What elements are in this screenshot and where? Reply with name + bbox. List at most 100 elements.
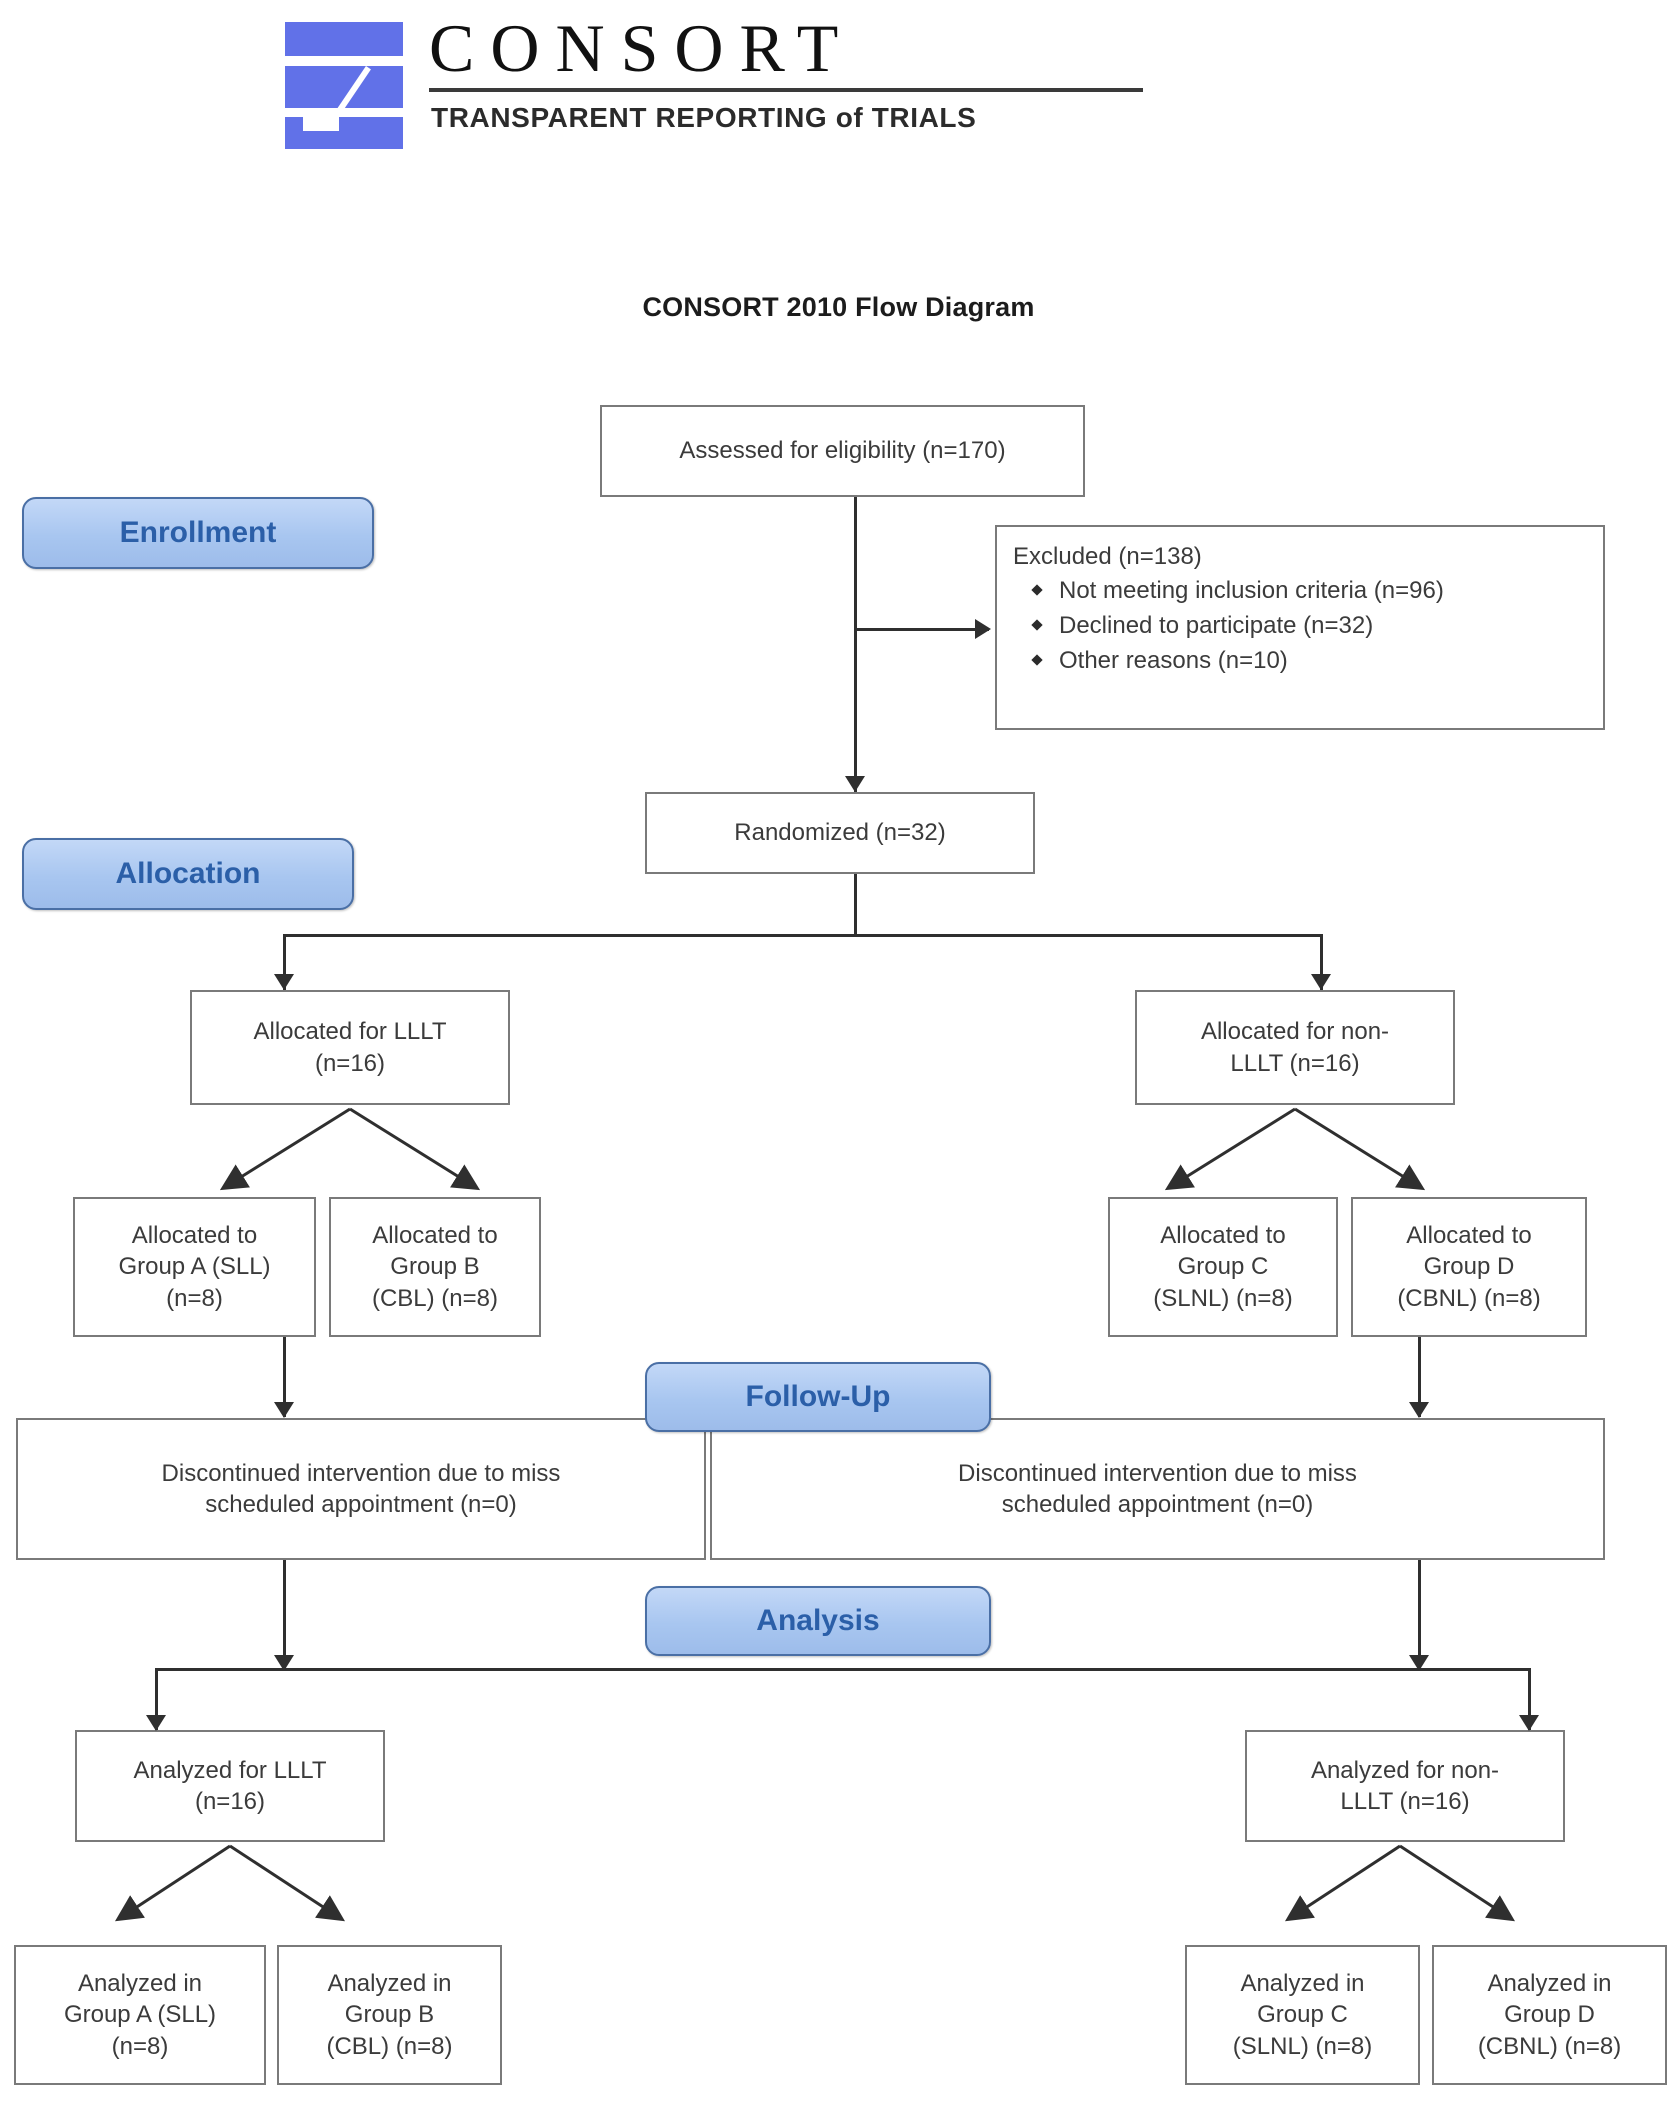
node-allocated-group-a-line2: Group A (SLL) (118, 1253, 271, 1281)
node-analyzed-group-c-line2: Group C (1257, 2001, 1348, 2029)
connector-group-a-to-discont (283, 1337, 286, 1417)
stage-label-allocation: Allocation (22, 838, 354, 910)
node-excluded-reason-list: Not meeting inclusion criteria (n=96) De… (1013, 576, 1587, 676)
node-allocated-non-lllt: Allocated for non- LLLT (n=16) (1135, 990, 1455, 1105)
arrowhead-discont-left (274, 1402, 294, 1418)
node-analyzed-group-d: Analyzed in Group D (CBNL) (n=8) (1432, 1945, 1667, 2085)
connector-randomized-split (283, 934, 1323, 937)
arrowhead-analysis-left (274, 1655, 294, 1671)
node-analyzed-non-lllt: Analyzed for non- LLLT (n=16) (1245, 1730, 1565, 1842)
node-analyzed-group-a-line3: (n=8) (111, 2032, 169, 2060)
node-allocated-group-c-line3: (SLNL) (n=8) (1153, 1284, 1293, 1312)
node-analyzed-group-b: Analyzed in Group B (CBL) (n=8) (277, 1945, 502, 2085)
arrowhead-analyzed-nonlllt (1519, 1715, 1539, 1731)
node-allocated-lllt: Allocated for LLLT (n=16) (190, 990, 510, 1105)
consort-wordmark: CONSORT TRANSPARENT REPORTING of TRIALS (425, 14, 1185, 134)
node-allocated-group-b: Allocated to Group B (CBL) (n=8) (329, 1197, 541, 1337)
node-excluded-heading: Excluded (n=138) (1013, 543, 1202, 570)
node-assessed-line1: Assessed for eligibility (n=170) (679, 437, 1006, 465)
consort-logo: CONSORT TRANSPARENT REPORTING of TRIALS (285, 8, 1205, 149)
node-analyzed-group-a-line2: Group A (SLL) (63, 2001, 217, 2029)
node-analyzed-group-d-line1: Analyzed in (1487, 1970, 1612, 1998)
node-assessed-for-eligibility: Assessed for eligibility (n=170) (600, 405, 1085, 497)
connector-lllt-to-groups (219, 1107, 481, 1191)
connector-discont-right-down (1418, 1560, 1421, 1670)
node-discontinued-left: Discontinued intervention due to miss sc… (16, 1418, 706, 1560)
arrowhead-analyzed-lllt (146, 1715, 166, 1731)
node-analyzed-group-a: Analyzed in Group A (SLL) (n=8) (14, 1945, 266, 2085)
stage-label-followup-text: Follow-Up (745, 1380, 891, 1413)
arrowhead-excluded (975, 619, 991, 639)
node-allocated-group-c-line2: Group C (1177, 1253, 1269, 1281)
node-allocated-group-a-line3: (n=8) (166, 1284, 223, 1312)
node-allocated-lllt-line2: (n=16) (314, 1049, 386, 1077)
node-analyzed-lllt-line1: Analyzed for LLLT (133, 1756, 327, 1784)
node-analyzed-group-c: Analyzed in Group C (SLNL) (n=8) (1185, 1945, 1420, 2085)
node-analyzed-non-lllt-line2: LLLT (n=16) (1340, 1788, 1470, 1815)
node-allocated-group-d-line2: Group D (1423, 1253, 1515, 1281)
logo-divider (429, 88, 1143, 92)
node-allocated-group-d-line3: (CBNL) (n=8) (1397, 1284, 1541, 1312)
node-randomized-line1: Randomized (n=32) (734, 819, 946, 847)
connector-analyzed-non-lllt-to-groups (1284, 1844, 1516, 1922)
node-analyzed-group-c-line3: (SLNL) (n=8) (1232, 2032, 1373, 2060)
node-analyzed-group-c-line1: Analyzed in (1240, 1970, 1365, 1998)
connector-analyzed-lllt-to-groups (114, 1844, 346, 1922)
node-allocated-group-b-line2: Group B (390, 1253, 480, 1281)
node-randomized: Randomized (n=32) (645, 792, 1035, 874)
node-analyzed-group-a-line1: Analyzed in (77, 1970, 203, 1998)
node-allocated-group-d: Allocated to Group D (CBNL) (n=8) (1351, 1197, 1587, 1337)
diamond-bullet-icon (1031, 654, 1043, 666)
diamond-bullet-icon (1031, 619, 1043, 631)
node-excluded: Excluded (n=138) Not meeting inclusion c… (995, 525, 1605, 730)
connector-randomized-stem (854, 874, 857, 936)
consort-logo-mark-icon (285, 22, 403, 149)
node-allocated-non-lllt-line2: LLLT (n=16) (1230, 1049, 1360, 1077)
connector-rail-to-analyzed-nonlllt (1528, 1668, 1531, 1730)
page-title: CONSORT 2010 Flow Diagram (642, 292, 1035, 322)
connector-to-alloc-lllt (283, 934, 286, 990)
node-analyzed-group-d-line2: Group D (1504, 2001, 1595, 2029)
node-excluded-reason-item: Other reasons (n=10) (1031, 646, 1587, 676)
node-allocated-non-lllt-line1: Allocated for non- (1200, 1018, 1390, 1046)
connector-analysis-rail (155, 1668, 1530, 1671)
node-allocated-group-c-line1: Allocated to (1160, 1222, 1286, 1250)
arrowhead-discont-right (1409, 1402, 1429, 1418)
connector-assessed-to-randomized (854, 497, 857, 792)
stage-label-analysis-text: Analysis (756, 1604, 880, 1637)
arrowhead-analysis-right (1409, 1655, 1429, 1671)
node-analyzed-group-b-line2: Group B (344, 2001, 435, 2029)
connector-to-alloc-nonlllt (1320, 934, 1323, 990)
node-discontinued-right: Discontinued intervention due to miss sc… (710, 1418, 1605, 1560)
connector-discont-left-down (283, 1560, 286, 1670)
node-excluded-reason-item: Declined to participate (n=32) (1031, 611, 1587, 641)
diamond-bullet-icon (1031, 584, 1043, 596)
node-allocated-group-c: Allocated to Group C (SLNL) (n=8) (1108, 1197, 1338, 1337)
node-analyzed-group-b-line3: (CBL) (n=8) (326, 2032, 453, 2060)
node-analyzed-lllt-line2: (n=16) (194, 1788, 266, 1815)
connector-assessed-to-excluded (854, 628, 989, 631)
stage-label-followup: Follow-Up (645, 1362, 991, 1432)
node-analyzed-group-d-line3: (CBNL) (n=8) (1477, 2032, 1622, 2060)
node-allocated-group-b-line1: Allocated to (372, 1222, 498, 1250)
connector-non-lllt-to-groups (1164, 1107, 1426, 1191)
arrowhead-alloc-lllt (274, 974, 294, 990)
node-allocated-group-b-line3: (CBL) (n=8) (371, 1284, 499, 1312)
node-allocated-group-a: Allocated to Group A (SLL) (n=8) (73, 1197, 316, 1337)
node-excluded-reason-2: Declined to participate (n=32) (1059, 612, 1374, 640)
consort-tagline: TRANSPARENT REPORTING of TRIALS (431, 102, 977, 133)
stage-label-enrollment: Enrollment (22, 497, 374, 569)
stage-label-enrollment-text: Enrollment (119, 516, 277, 549)
node-analyzed-lllt: Analyzed for LLLT (n=16) (75, 1730, 385, 1842)
node-allocated-group-a-line1: Allocated to (131, 1222, 258, 1250)
stage-label-allocation-text: Allocation (115, 857, 261, 890)
connector-rail-to-analyzed-lllt (155, 1668, 158, 1730)
consort-wordmark-text: CONSORT (429, 10, 855, 86)
node-discontinued-left-line2: scheduled appointment (n=0) (205, 1491, 517, 1518)
node-excluded-reason-item: Not meeting inclusion criteria (n=96) (1031, 576, 1587, 606)
node-allocated-lllt-line1: Allocated for LLLT (253, 1018, 447, 1046)
node-allocated-group-d-line1: Allocated to (1406, 1222, 1532, 1250)
connector-group-d-to-discont (1418, 1337, 1421, 1417)
stage-label-analysis: Analysis (645, 1586, 991, 1656)
arrowhead-alloc-nonlllt (1311, 974, 1331, 990)
